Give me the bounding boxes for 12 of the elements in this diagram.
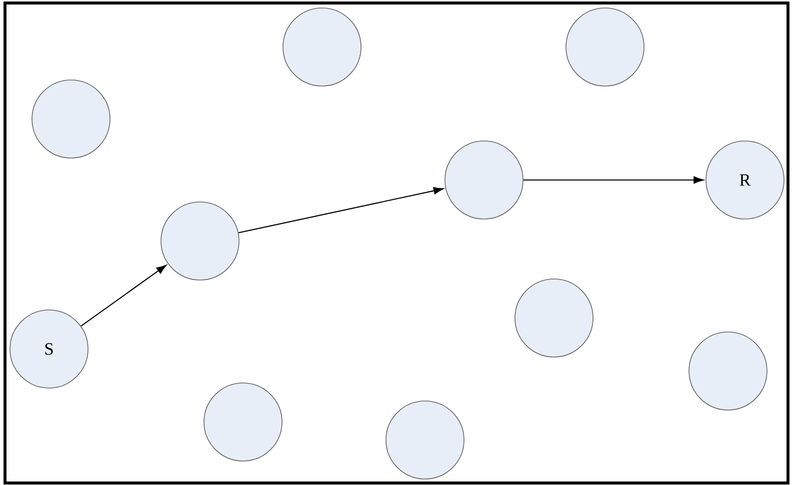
circle [282,8,362,86]
circle [32,80,110,158]
circle [204,382,282,462]
circle [688,332,768,410]
circle [160,202,240,280]
circle [444,140,524,220]
circle [514,278,594,358]
arrow [523,176,704,184]
circle [566,8,644,86]
arrow [80,264,166,326]
arrow [238,187,444,234]
circle [386,400,464,480]
